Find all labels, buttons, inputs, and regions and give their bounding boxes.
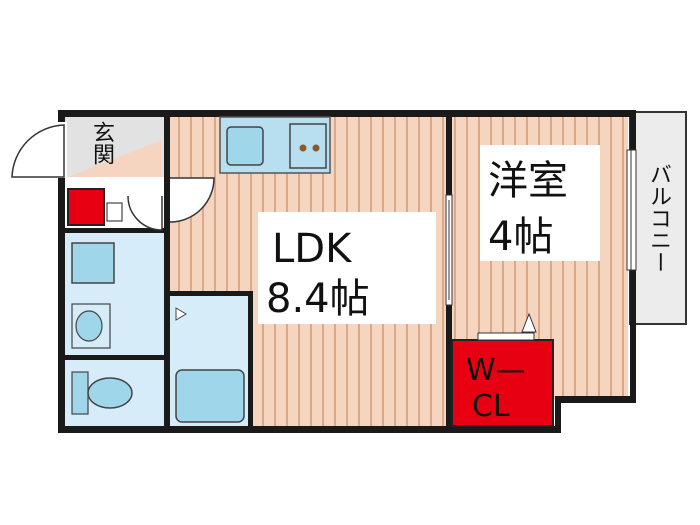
- closet-label-line2: CL: [472, 389, 510, 424]
- washbasin: [71, 242, 115, 284]
- western-label-bg: [480, 145, 600, 261]
- entrance-door-gap: [56, 122, 67, 178]
- ldk-door[interactable]: [169, 177, 215, 223]
- kitchen-sink: [226, 126, 264, 166]
- entrance-door[interactable]: [11, 124, 65, 178]
- walk-in-closet: [451, 339, 554, 427]
- storage-shelf: [106, 202, 123, 222]
- western-room-size: 4帖: [488, 214, 553, 260]
- balcony-area: [629, 111, 687, 325]
- balcony-label: バルコニー: [646, 163, 671, 273]
- toilet-tank: [71, 371, 89, 415]
- fridge-space: [67, 188, 105, 226]
- closet-door[interactable]: [477, 332, 535, 341]
- shower-icon: [175, 307, 187, 321]
- ldk-name: LDK: [272, 226, 353, 272]
- washing-machine-drum: [75, 310, 103, 342]
- western-room-name: 洋室: [488, 158, 568, 204]
- washroom-door[interactable]: [127, 195, 163, 231]
- entrance-floor: [68, 140, 162, 177]
- closet-door-icon: [521, 312, 537, 333]
- toilet-icon: [87, 377, 133, 409]
- entrance-label: 玄関: [89, 121, 114, 165]
- closet-label-line1: W—: [466, 353, 526, 388]
- stove: [289, 123, 327, 169]
- bathtub: [175, 369, 245, 423]
- stove-burner-icon: [312, 144, 320, 152]
- ldk-label-bg: [258, 212, 436, 324]
- stove-burner-icon: [299, 144, 307, 152]
- ldk-size: 8.4帖: [266, 276, 370, 322]
